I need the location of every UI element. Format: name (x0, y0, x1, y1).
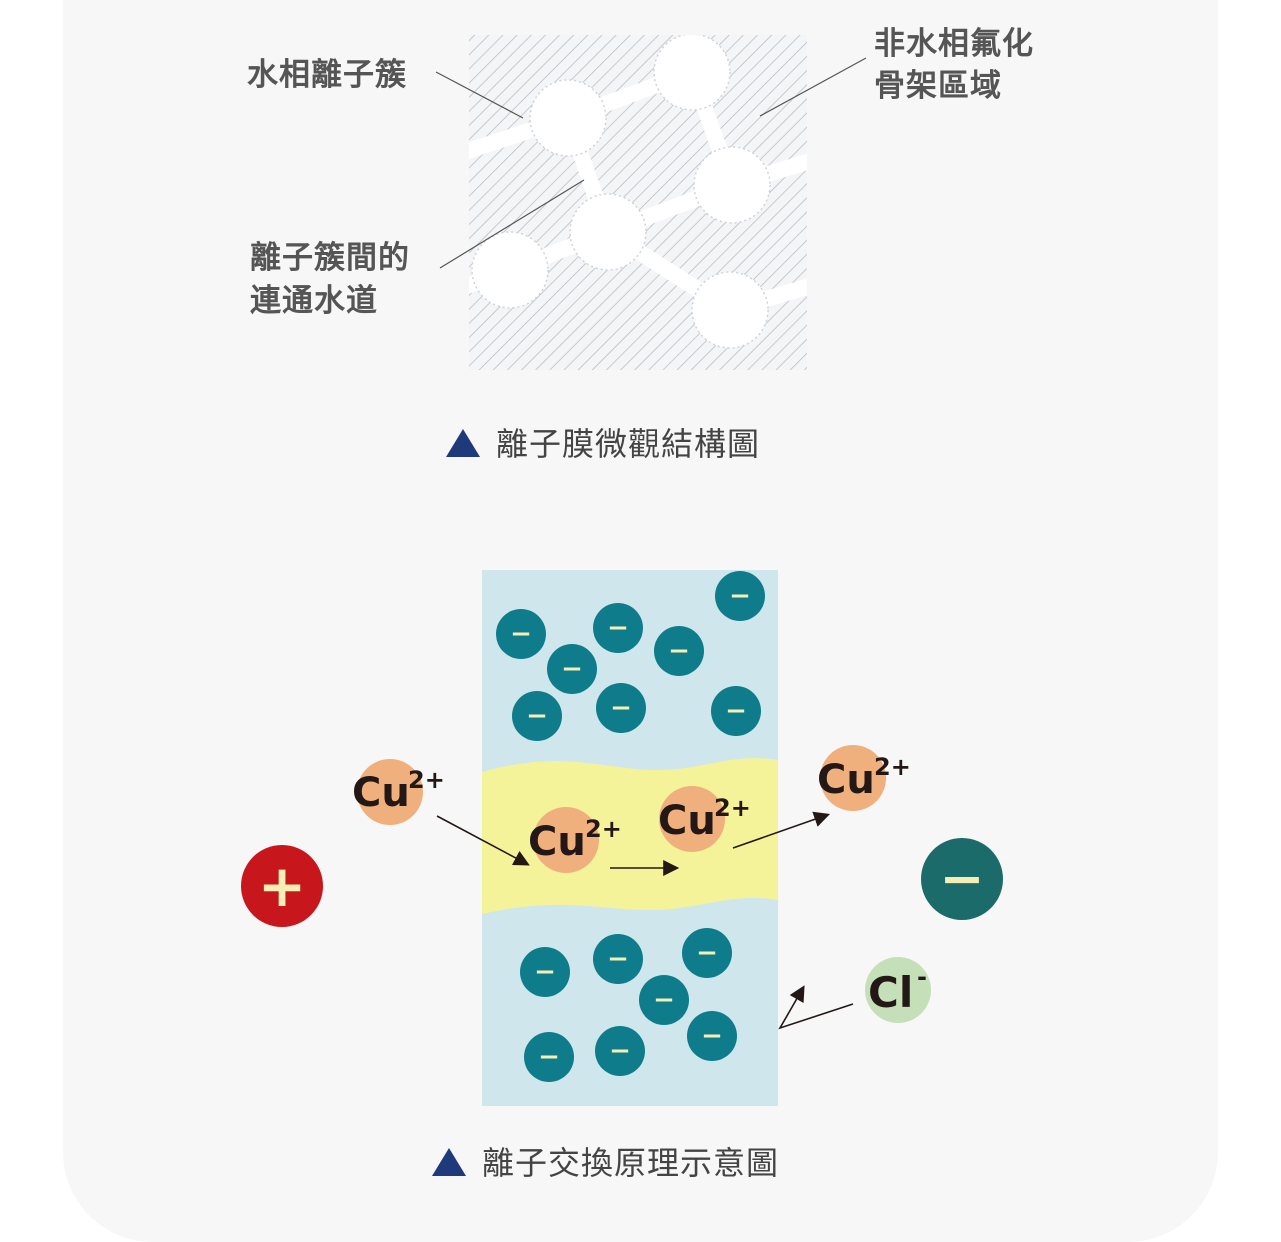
label-matrix-line2: 骨架區域 (874, 68, 1002, 104)
water-cluster (653, 35, 731, 111)
fixed-negative-ion-symbol: − (725, 696, 747, 726)
anode-symbol: + (258, 852, 307, 920)
leader-line-cluster (435, 71, 524, 119)
water-cluster (693, 146, 771, 224)
label-channel-line2: 連通水道 (250, 283, 378, 319)
fixed-negative-ion (547, 644, 597, 694)
fixed-negative-ion-symbol: − (607, 613, 629, 643)
svg-text:Cu: Cu (658, 798, 716, 844)
leader-line-matrix (759, 57, 867, 117)
leader-line-channel (439, 179, 585, 269)
caption-microstructure: 離子膜微觀結構圖 (446, 424, 760, 464)
water-cluster (471, 231, 549, 309)
svg-text:2+: 2+ (408, 766, 445, 794)
fixed-negative-ion-symbol: − (510, 619, 532, 649)
water-channel-network (469, 35, 807, 349)
fixed-negative-ion (596, 683, 646, 733)
svg-text:2+: 2+ (874, 753, 911, 781)
svg-text:Cu: Cu (817, 757, 875, 803)
svg-text:2+: 2+ (585, 815, 622, 843)
arrow-cu-enter (436, 815, 530, 866)
cu-ion: Cu 2+ (817, 745, 911, 811)
fixed-negative-ion (687, 1011, 737, 1061)
cu-ion: Cu 2+ (352, 759, 445, 825)
water-cluster (569, 193, 647, 271)
fixed-negative-ion (639, 975, 689, 1025)
triangle-icon (432, 1148, 466, 1176)
fixed-negative-ion-symbol: − (526, 701, 548, 731)
fixed-negative-ion-symbol: − (696, 938, 718, 968)
svg-text:Cu: Cu (528, 819, 586, 865)
fixed-negative-ion-symbol: − (538, 1042, 560, 1072)
water-cluster (691, 271, 769, 349)
fixed-negative-ion (682, 928, 732, 978)
caption-exchange: 離子交換原理示意圖 (432, 1143, 779, 1183)
svg-text:-: - (917, 963, 927, 991)
fixed-negative-ion-symbol: − (561, 654, 583, 684)
fixed-negative-ion-symbol: − (609, 1036, 631, 1066)
anode (241, 845, 323, 927)
svg-text:Cl: Cl (868, 968, 913, 1017)
arrow-cl-blocked (778, 985, 854, 1030)
label-water-cluster: 水相離子簇 (247, 57, 407, 93)
cu-ion: Cu 2+ (658, 786, 751, 852)
ion-channel (482, 758, 778, 914)
cathode-symbol: − (939, 847, 984, 910)
fixed-negative-ion (520, 947, 570, 997)
fixed-negative-ion (593, 603, 643, 653)
fixed-negative-ion (711, 686, 761, 736)
cl-ion: Cl - (865, 957, 931, 1023)
cathode (921, 838, 1003, 920)
fixed-negative-ion (595, 1026, 645, 1076)
svg-text:2+: 2+ (714, 794, 751, 822)
membrane-microstructure (435, 35, 867, 370)
arrow-cu-exit (732, 811, 831, 849)
fixed-negative-ion (524, 1032, 574, 1082)
water-cluster (529, 79, 607, 157)
fixed-negative-ion-symbol: − (607, 944, 629, 974)
fixed-negative-ion-symbol: − (668, 636, 690, 666)
ion-exchange-diagram: −−−−−−−−−−−−−−− + − Cu 2+ Cu 2+ Cu 2+ Cu… (241, 570, 1003, 1106)
svg-text:Cu: Cu (352, 770, 410, 816)
fixed-negative-ion-symbol: − (653, 985, 675, 1015)
fixed-negative-ion-symbol: − (610, 693, 632, 723)
fixed-negative-ion (654, 626, 704, 676)
fixed-negative-ion (593, 934, 643, 984)
fixed-negative-charges: −−−−−−−−−−−−−−− (496, 571, 765, 1082)
fixed-negative-ion (512, 691, 562, 741)
fixed-negative-ion (715, 571, 765, 621)
fixed-negative-ion-symbol: − (729, 581, 751, 611)
fixed-negative-ion-symbol: − (534, 957, 556, 987)
cu-ion: Cu 2+ (528, 807, 622, 873)
fixed-negative-ion-symbol: − (701, 1021, 723, 1051)
label-channel-line1: 離子簇間的 (250, 240, 410, 276)
label-matrix-line1: 非水相氟化 (874, 26, 1034, 62)
fixed-negative-ion (496, 609, 546, 659)
triangle-icon (446, 429, 480, 457)
